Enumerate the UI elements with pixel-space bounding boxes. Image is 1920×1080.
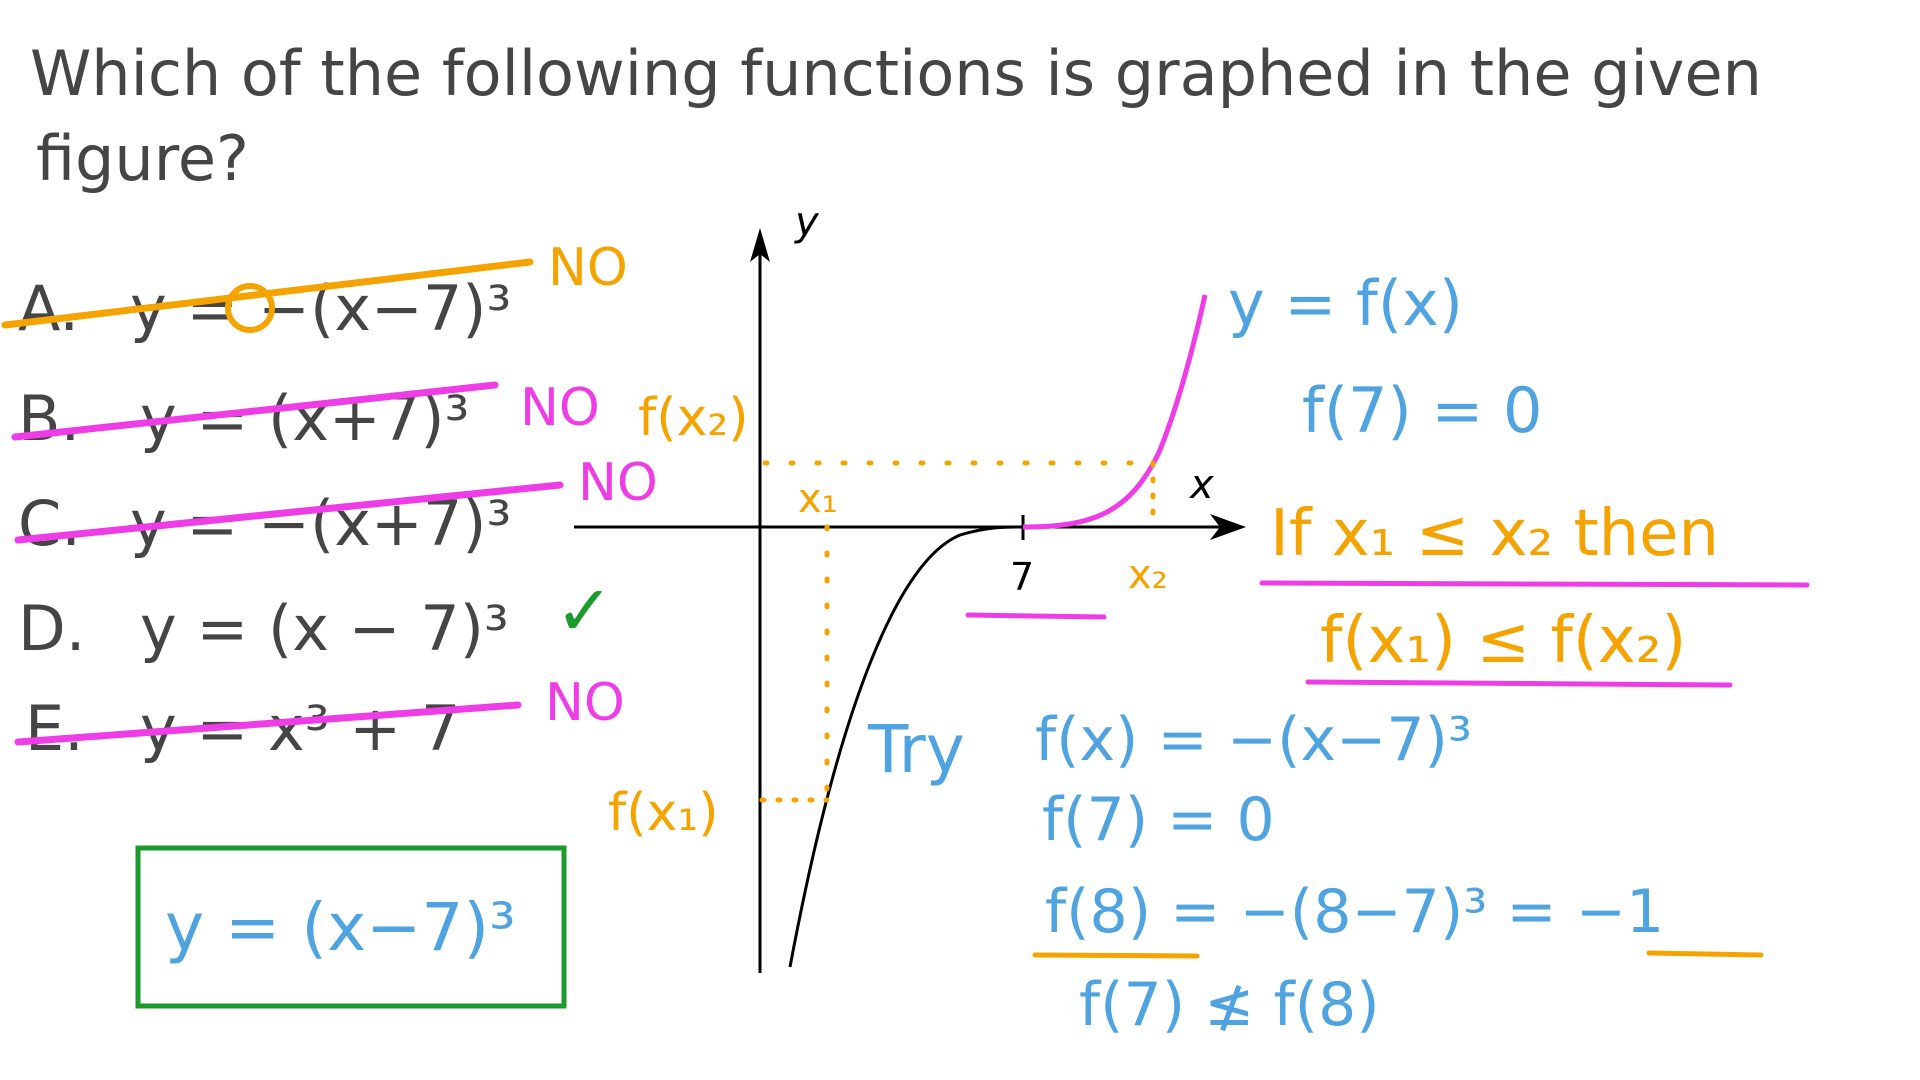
y-axis-label: y — [794, 199, 820, 245]
option-letter: D. — [18, 592, 85, 665]
option-e: E. y = x³ + 7 NO — [14, 673, 625, 765]
option-letter: A. — [18, 272, 79, 345]
check-icon: ✓ — [555, 570, 614, 652]
option-c: C. y = −(x+7)³ NO — [14, 453, 658, 560]
option-verdict: NO — [578, 453, 658, 513]
label-f-x1: f(x₁) — [608, 783, 719, 843]
notes: y = f(x) f(7) = 0 If x₁ ≤ x₂ then f(x₁) … — [867, 267, 1810, 1040]
note-f7-eq-0: f(7) = 0 — [1302, 374, 1542, 447]
option-verdict: NO — [520, 378, 600, 438]
strike-line — [11, 381, 499, 441]
answer-formula: y = (x−7)³ — [165, 889, 516, 966]
option-letter: C. — [18, 487, 81, 560]
option-verdict: NO — [548, 238, 628, 298]
circle-mark — [225, 283, 275, 333]
underline-f8 — [1032, 952, 1200, 959]
underline-result — [1646, 950, 1764, 958]
x-axis-arrow-icon — [1210, 514, 1246, 540]
note-y-eq-fx: y = f(x) — [1228, 267, 1463, 340]
note-if-line: If x₁ ≤ x₂ then — [1270, 497, 1719, 571]
option-letter: B. — [18, 382, 80, 455]
note-then-line: f(x₁) ≤ f(x₂) — [1320, 604, 1686, 678]
graph: y x 7 f(x₂) x₁ x₂ f(x₁) — [574, 199, 1246, 973]
option-a: A. y = −(x−7)³ NO — [1, 238, 628, 345]
note-try-f7: f(7) = 0 — [1042, 785, 1275, 855]
option-formula: y = −(x−7)³ — [130, 272, 511, 345]
curve-right-part — [1022, 294, 1208, 530]
strike-line — [14, 481, 564, 544]
x-axis-label: x — [1188, 462, 1214, 508]
label-x1: x₁ — [798, 476, 838, 522]
note-try: Try — [867, 711, 965, 788]
question-line-1: Which of the following functions is grap… — [30, 37, 1762, 110]
x-tick-label: 7 — [1010, 555, 1034, 599]
underline — [1305, 679, 1733, 688]
option-letter: E. — [25, 692, 84, 765]
question-line-2: figure? — [36, 122, 249, 195]
tick-underline — [965, 612, 1107, 620]
label-x2: x₂ — [1128, 552, 1168, 598]
option-verdict: NO — [545, 673, 625, 733]
curve-left-part — [788, 525, 1024, 968]
strike-line — [14, 701, 522, 746]
label-f-x2: f(x₂) — [638, 388, 749, 448]
note-try-fx: f(x) = −(x−7)³ — [1035, 705, 1472, 775]
divider-line — [1259, 580, 1810, 588]
option-formula: y = (x − 7)³ — [140, 592, 509, 665]
note-conclusion: f(7) ≰ f(8) — [1079, 970, 1380, 1040]
answer-box: y = (x−7)³ — [135, 845, 567, 1009]
option-b: B. y = (x+7)³ NO — [11, 378, 600, 455]
y-axis-arrow-icon — [750, 228, 770, 262]
option-d: D. y = (x − 7)³ ✓ — [18, 570, 614, 665]
note-try-f8: f(8) = −(8−7)³ = −1 — [1045, 877, 1664, 947]
